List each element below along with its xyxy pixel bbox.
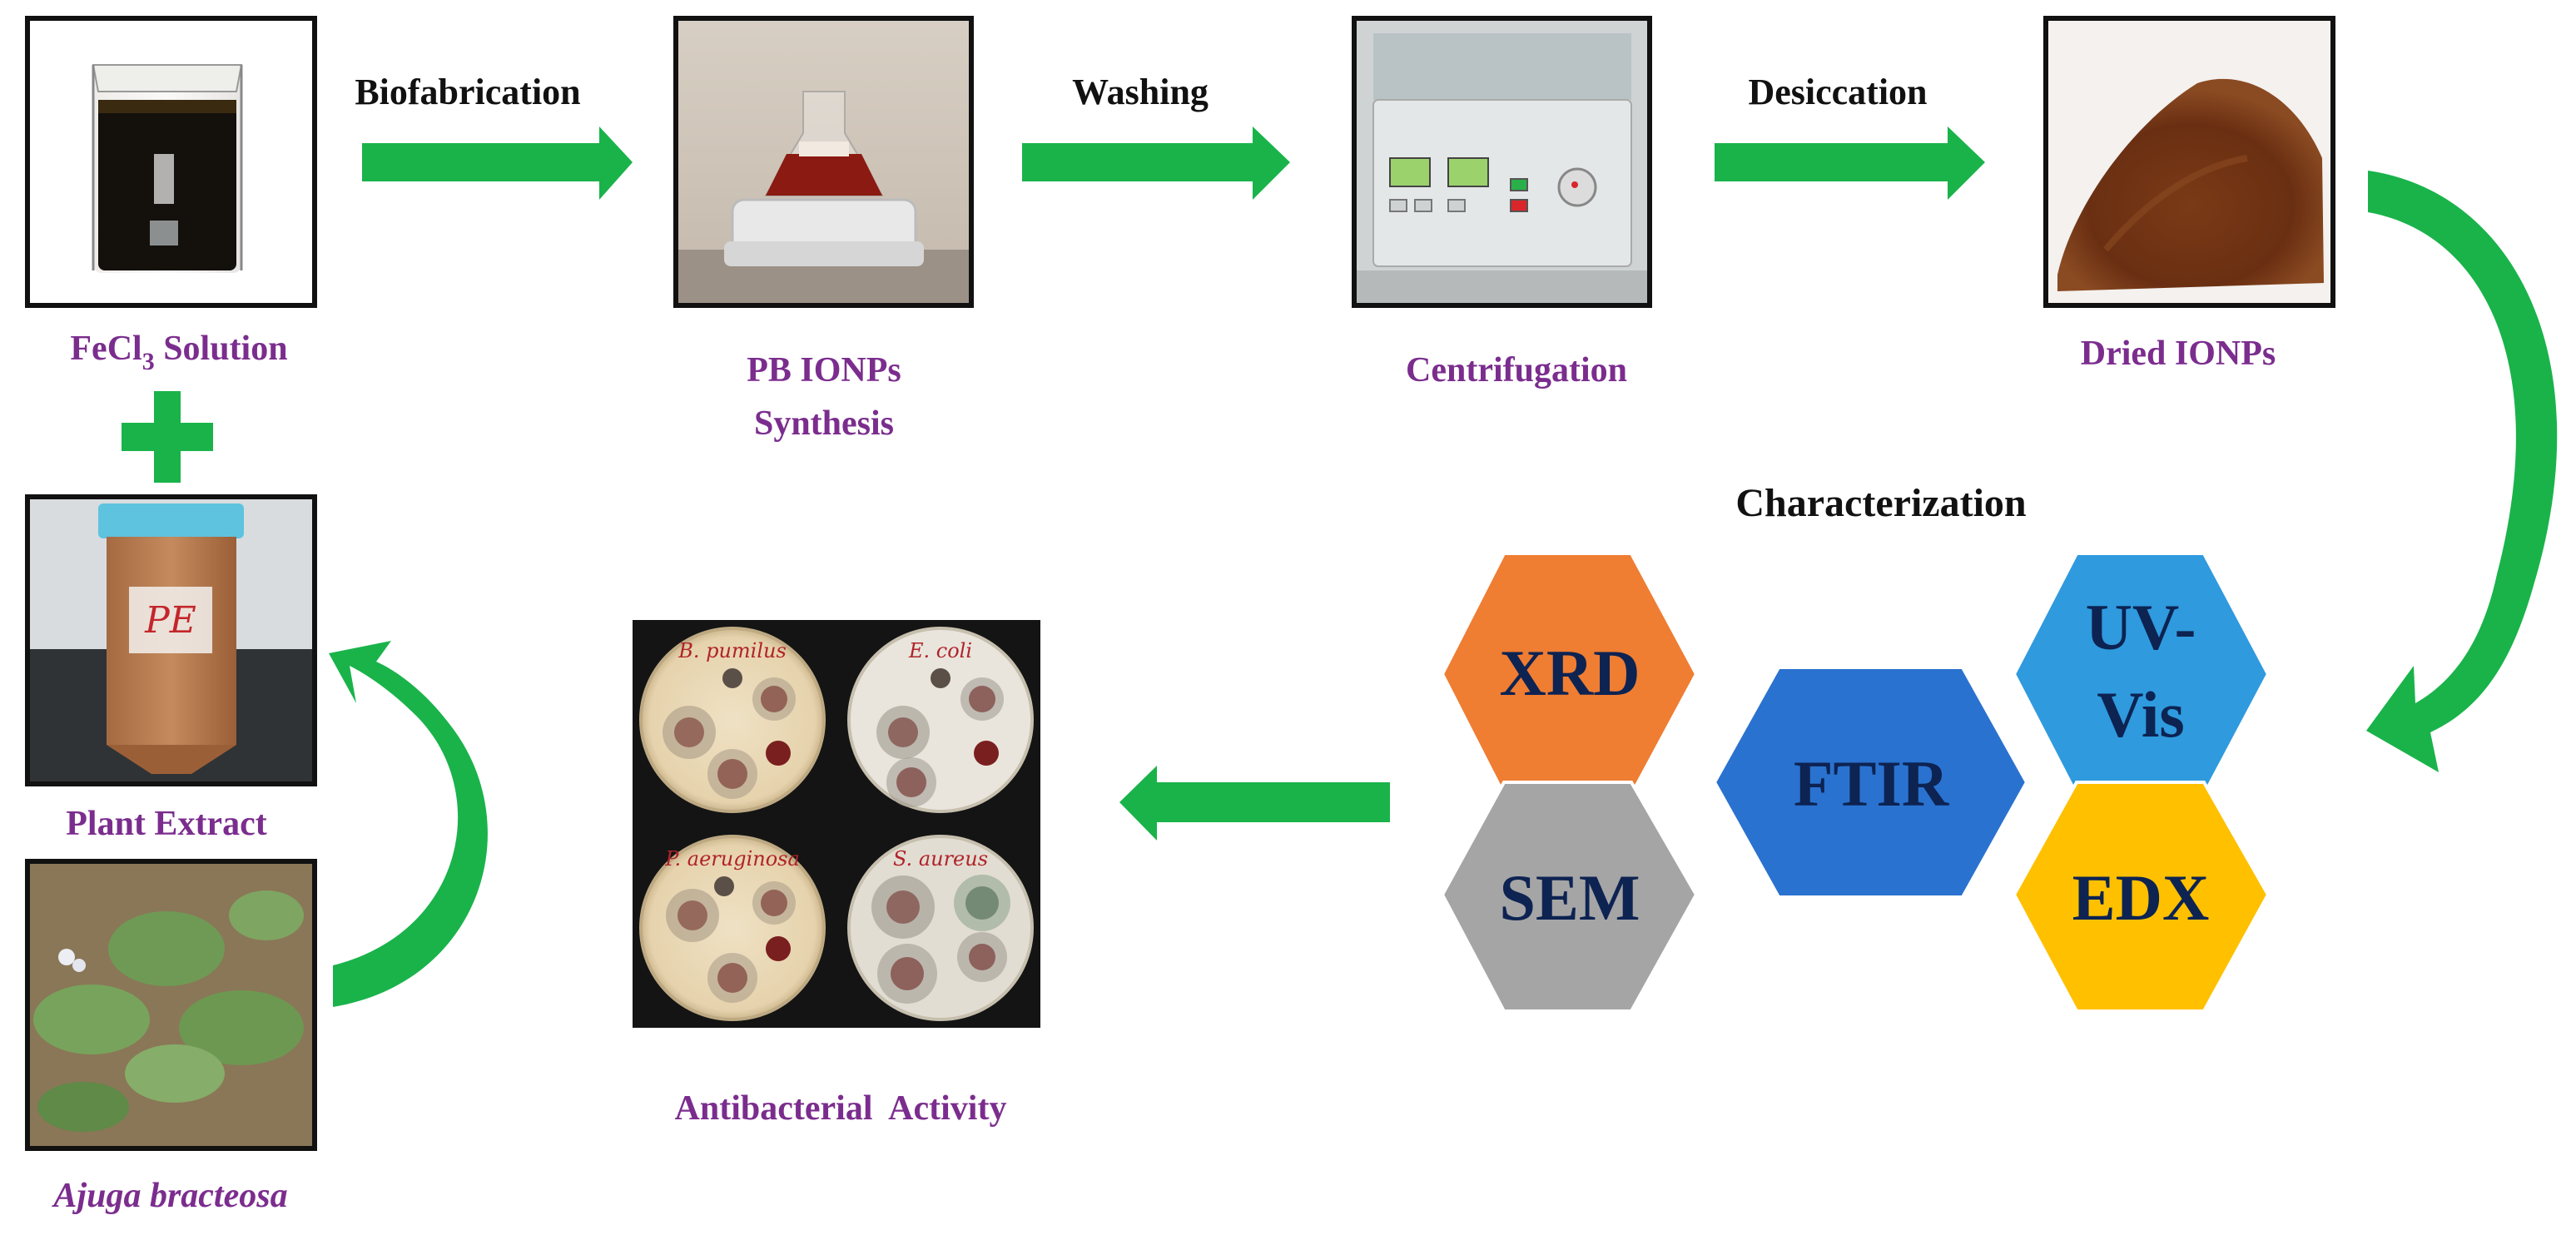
hex-edx [2012, 781, 2271, 1013]
step-desiccation: Desiccation [1748, 72, 1927, 112]
label-antibacterial-activity: Antibacterial Activity [675, 1089, 1007, 1128]
centrifuge-photo [1352, 16, 1652, 308]
label-fecl3-solution: FeCl3 Solution [70, 330, 287, 375]
plate-b-pumilus: B. pumilus [639, 627, 826, 813]
plant-extract-photo: PE [25, 494, 317, 786]
tube-label: PE [144, 599, 196, 642]
synthesis-photo [673, 16, 974, 308]
hex-ftir [1712, 666, 2029, 899]
label-centrifugation: Centrifugation [1406, 351, 1627, 389]
label-dried-ionps: Dried IONPs [2081, 335, 2276, 373]
curved-arrow-right [2366, 171, 2558, 772]
plus-icon [122, 391, 213, 483]
label-pbionps-line2: Synthesis [754, 404, 894, 443]
hex-uvvis-label-2: Vis [2097, 678, 2184, 751]
plate-label-2: E. coli [908, 639, 972, 662]
step-washing: Washing [1072, 72, 1209, 112]
fecl3-tail: Solution [155, 330, 288, 368]
characterization-title: Characterization [1735, 481, 2026, 525]
plate-label-4: S. aureus [893, 847, 988, 870]
hex-uvvis [2012, 552, 2271, 796]
arrow-to-antibacterial [1119, 766, 1390, 841]
dried-ionps-photo [2043, 16, 2335, 308]
curved-arrow-left [329, 641, 488, 1007]
fecl3-main: FeCl [70, 330, 141, 368]
ajuga-plant-photo [25, 859, 317, 1151]
arrow-washing [1022, 126, 1290, 200]
label-pbionps-line1: PB IONPs [747, 351, 901, 389]
hex-ftir-label: FTIR [1794, 747, 1950, 820]
label-ajuga-bracteosa: Ajuga bracteosa [51, 1177, 287, 1215]
arrow-biofabrication [362, 126, 633, 200]
plate-label-1: B. pumilus [678, 639, 787, 662]
plate-label-3: P. aeruginosa [664, 847, 800, 870]
hex-edx-label: EDX [2072, 861, 2210, 934]
antibacterial-plates-photo: B. pumilus E. coli P. aeruginosa [633, 620, 1040, 1028]
hex-sem [1440, 781, 1699, 1013]
hex-xrd-label: XRD [1500, 637, 1640, 709]
plate-p-aeruginosa: P. aeruginosa [639, 835, 826, 1021]
hex-uvvis-label-1: UV- [2086, 591, 2196, 663]
fecl3-beaker-photo [25, 16, 317, 308]
hex-sem-label: SEM [1499, 861, 1640, 934]
label-plant-extract: Plant Extract [66, 805, 266, 843]
plate-s-aureus: S. aureus [847, 835, 1034, 1021]
plate-e-coli: E. coli [847, 627, 1034, 813]
arrow-desiccation [1715, 126, 1985, 200]
step-biofabrication: Biofabrication [355, 72, 580, 112]
fecl3-sub: 3 [142, 348, 155, 375]
